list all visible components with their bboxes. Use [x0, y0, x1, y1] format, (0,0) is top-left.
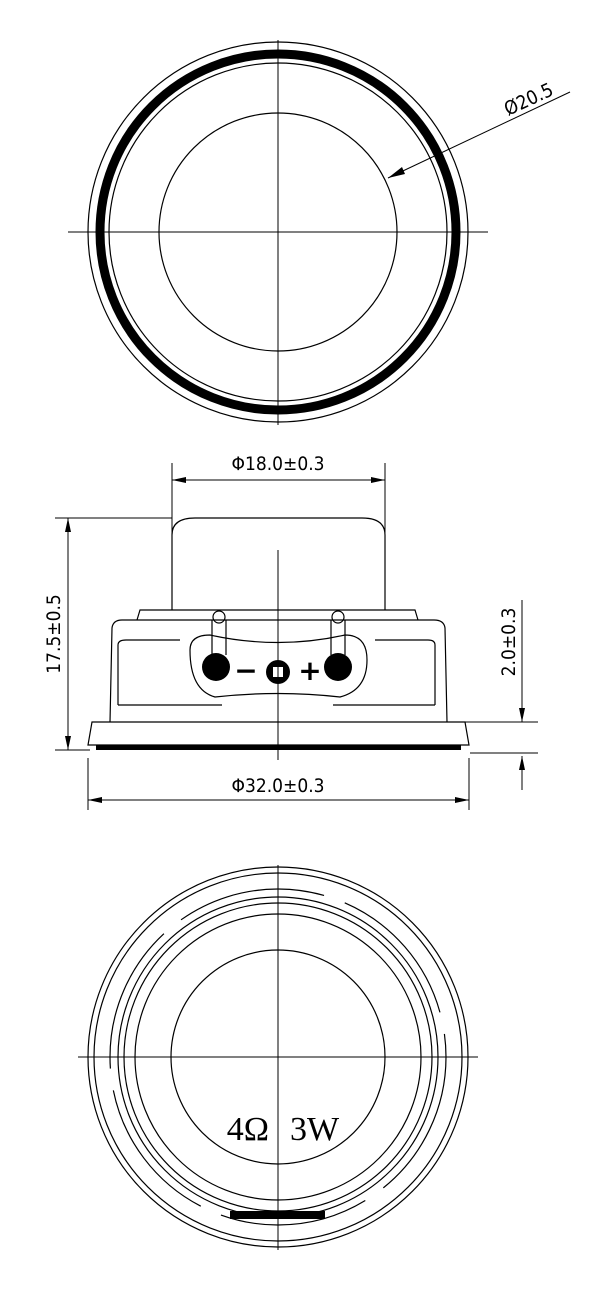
minus-terminal-pad — [202, 653, 230, 681]
leader-arrow — [388, 167, 405, 178]
magnet-cap — [171, 517, 386, 610]
plus-label: + — [298, 654, 321, 687]
impedance-label: 4Ω — [227, 1111, 269, 1148]
minus-label: − — [234, 654, 257, 687]
terminal-board — [189, 634, 368, 698]
diameter-leader — [387, 91, 571, 179]
bottom-view: 4Ω 3W — [78, 865, 478, 1250]
diameter-label: Ø20.5 — [501, 79, 557, 121]
height-label: 17.5±0.5 — [43, 594, 65, 674]
flange-label: 2.0±0.3 — [498, 608, 520, 677]
top-view: Ø20.5 — [68, 40, 571, 425]
outer-diameter-label: Φ32.0±0.3 — [232, 775, 325, 797]
side-view: Φ18.0±0.3 − + 17.5±0.5 2.0±0.3 Φ32.0±0.3 — [43, 453, 538, 810]
magnet-diameter-label: Φ18.0±0.3 — [232, 453, 325, 475]
gasket-mark — [230, 1211, 325, 1219]
power-label: 3W — [290, 1111, 340, 1148]
plus-terminal-pad — [324, 653, 352, 681]
